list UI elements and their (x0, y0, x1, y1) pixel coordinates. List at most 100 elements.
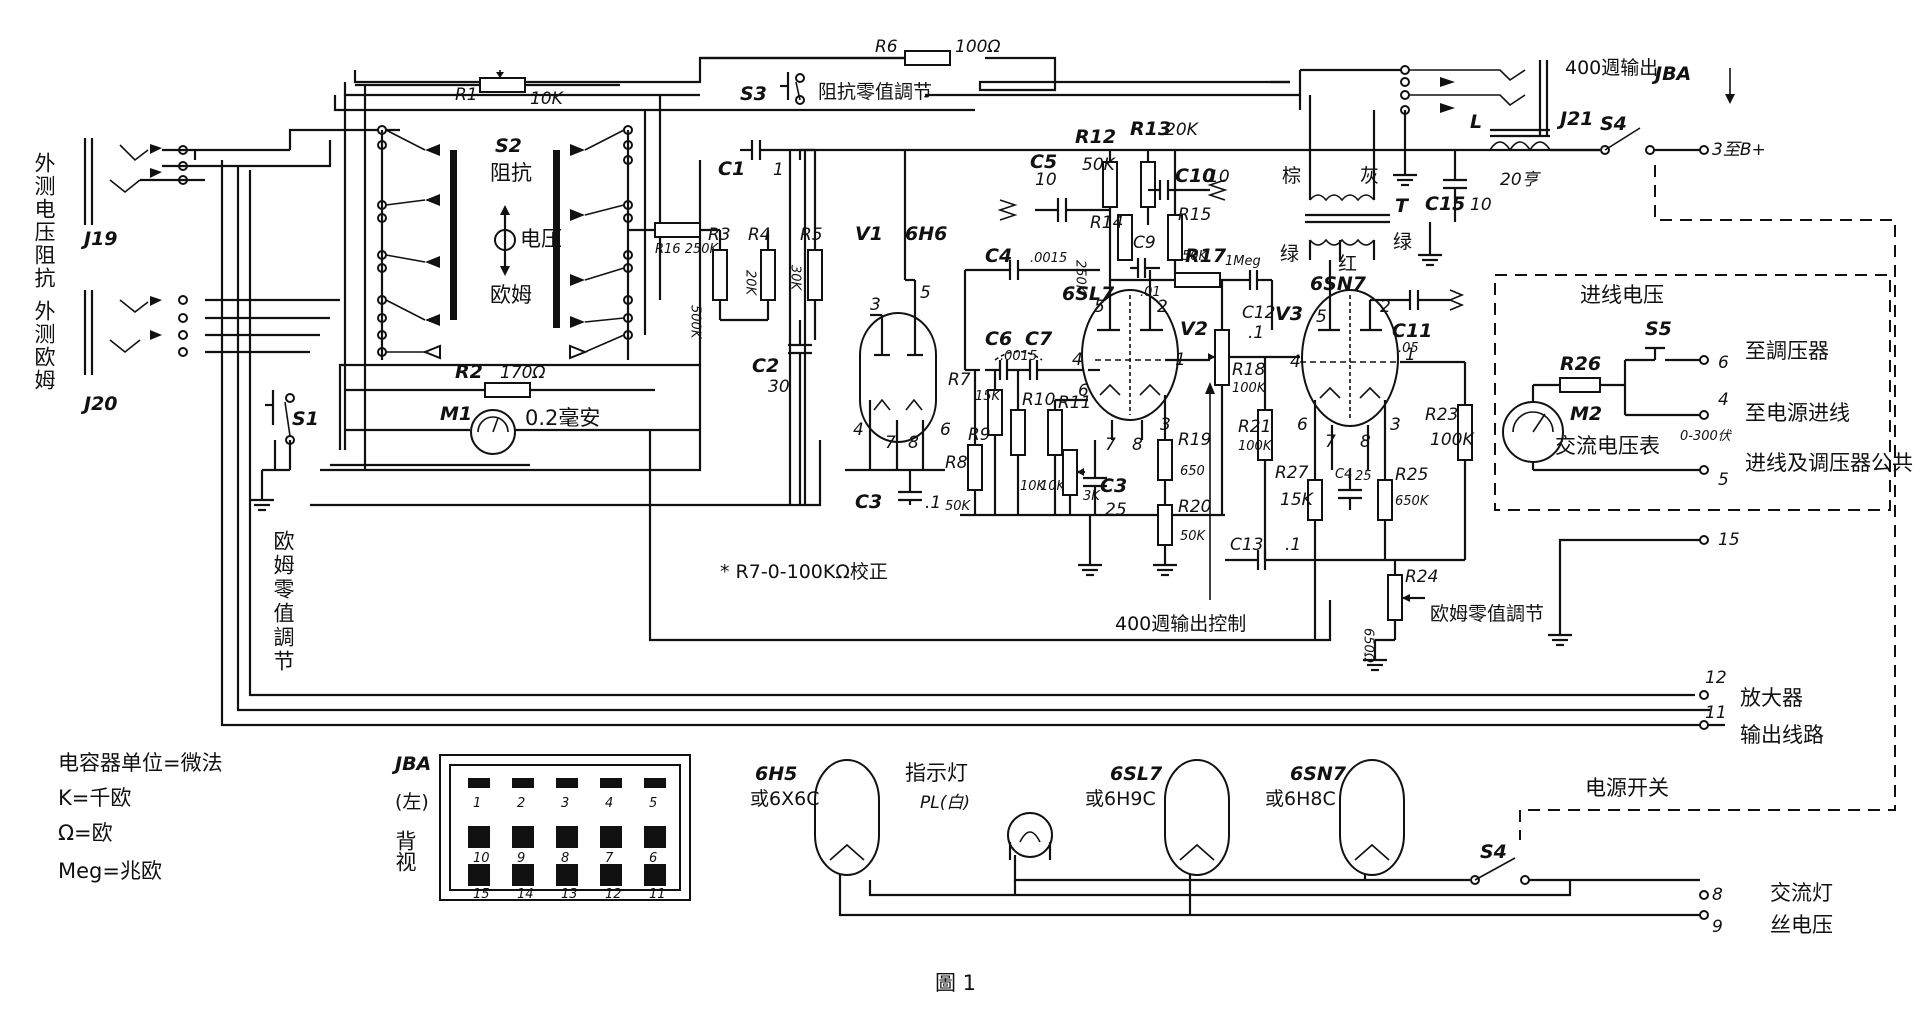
r8-label: R8 (945, 453, 968, 473)
resistor-r7 (963, 270, 980, 372)
jack-j20[interactable] (83, 290, 188, 375)
resistor-r10 (1010, 370, 1026, 515)
v2-pin6: 6 (1078, 381, 1089, 401)
j19-caption: 外测电压阻抗 (32, 152, 56, 290)
v3-type: 6SN7 (1310, 273, 1367, 295)
transformer-green2: 绿 (1393, 231, 1412, 253)
tube-v3 (1300, 260, 1465, 470)
c11-label: C11 (1392, 320, 1432, 342)
c8-label: C3 (1100, 475, 1127, 497)
v2-pin2: 2 (1157, 297, 1168, 317)
c3-label: C3 (855, 491, 882, 513)
v1-pin4: 4 (853, 420, 864, 440)
socket-pin-number: 14 (517, 887, 534, 902)
r7-note: * R7-0-100KΩ校正 (720, 561, 888, 583)
capacitor-c2 (788, 320, 812, 505)
r6-value: 100Ω (955, 37, 1000, 57)
r8-value: 50K (945, 499, 972, 514)
heater-tube-6sl7 (1164, 759, 1230, 876)
v3-pin2: 2 (1380, 297, 1391, 317)
v1-type: 6H6 (905, 223, 947, 245)
v1-pin3: 3 (870, 295, 881, 315)
r17-value: 1Meg (1225, 254, 1261, 269)
tube-v1 (845, 150, 945, 472)
s4-top-label: S4 (1600, 113, 1627, 135)
terminal-5-num: 5 (1718, 470, 1729, 490)
s5-label: S5 (1645, 318, 1672, 340)
meter-m1 (345, 409, 700, 455)
capacitor-c11 (1370, 289, 1465, 311)
s3-label: S3 (740, 83, 767, 105)
switch-s1[interactable] (262, 390, 295, 472)
resistor-r6 (700, 50, 951, 66)
v1-pin7: 7 (885, 433, 896, 453)
jack-j21[interactable] (1400, 60, 1549, 135)
terminal-12-text: 放大器 (1740, 686, 1803, 710)
socket-side: (左) (395, 791, 429, 813)
r3-value: 500K (688, 305, 703, 340)
socket-pin-number: 13 (561, 887, 578, 902)
v3-pin4: 4 (1290, 352, 1301, 372)
capacitor-c14 (1338, 470, 1362, 510)
v2-pin8: 8 (1132, 435, 1143, 455)
line-voltage-box (1494, 274, 1891, 511)
c5-value: 10 (1035, 170, 1057, 190)
terminal-15: 15 (1718, 530, 1740, 550)
jack-j19[interactable] (83, 138, 205, 225)
resistor-r27 (1307, 470, 1323, 640)
lamp-sub: PL(白) (920, 793, 970, 813)
terminal-9-dot (1699, 910, 1709, 920)
line-voltage-title: 进线电压 (1580, 283, 1664, 307)
terminal-5-text: 进线及调压器公共端 (1745, 451, 1913, 475)
socket-pin (512, 864, 534, 886)
terminal-3: 3至B+ (1712, 140, 1766, 160)
switch-s3[interactable] (780, 72, 805, 105)
resistor-r16 (628, 222, 720, 238)
resistor-r4 (720, 230, 776, 322)
transformer-red: 红 (1338, 253, 1357, 275)
r26-label: R26 (1560, 353, 1601, 375)
legend-ohm: Ω=欧 (58, 821, 113, 845)
v2-type: 6SL7 (1062, 283, 1115, 305)
c10-label: C10 (1175, 165, 1215, 187)
v1-label: V1 (855, 223, 883, 245)
socket-pin-number: 4 (605, 796, 613, 811)
r16-label: R16 250K (655, 242, 720, 257)
legend-meg: Meg=兆欧 (58, 859, 162, 883)
r18-label: R18 (1232, 360, 1266, 380)
v2-label: V2 (1180, 318, 1208, 340)
socket-pin (600, 864, 622, 886)
power-switch-label: 电源开关 (1585, 776, 1669, 800)
meter-m2 (1502, 383, 1564, 470)
terminal-15-wire (1548, 535, 1709, 647)
socket-pin (600, 826, 622, 848)
c12-label: C12 (1242, 303, 1276, 323)
j20-caption: 外测欧姆 (32, 300, 56, 392)
socket-pin-number: 5 (649, 796, 657, 811)
socket-pin-number: 12 (605, 887, 622, 902)
figure-caption: 圖 1 (935, 971, 976, 995)
switch-s4-top[interactable] (1550, 127, 1709, 155)
c4-label: C4 (985, 245, 1012, 267)
switch-s2[interactable] (343, 85, 662, 470)
s4-link (1519, 165, 1896, 840)
terminal-12-dot (1699, 690, 1709, 700)
r4-value: 20K (743, 270, 758, 297)
ground-s1 (250, 470, 274, 512)
r5-value: 30K (788, 265, 803, 292)
socket-pin-number: 7 (605, 851, 614, 866)
r10-label: R10 (1022, 390, 1055, 410)
switch-s4-bottom[interactable] (1470, 857, 1570, 885)
j21-caption: 400週输出 (1565, 57, 1658, 79)
r27-label: R27 (1275, 463, 1309, 483)
r6-label: R6 (875, 37, 898, 57)
terminal-12-num: 12 (1705, 668, 1727, 688)
resistor-r5 (807, 150, 823, 340)
capacitor-c1 (740, 140, 815, 160)
r15-label: R15 (1178, 205, 1211, 225)
capacitor-c13 (1225, 550, 1445, 570)
r17-label: R17 (1185, 245, 1227, 267)
r9-value: 15K (975, 389, 1002, 404)
switch-s5[interactable] (1645, 346, 1709, 475)
